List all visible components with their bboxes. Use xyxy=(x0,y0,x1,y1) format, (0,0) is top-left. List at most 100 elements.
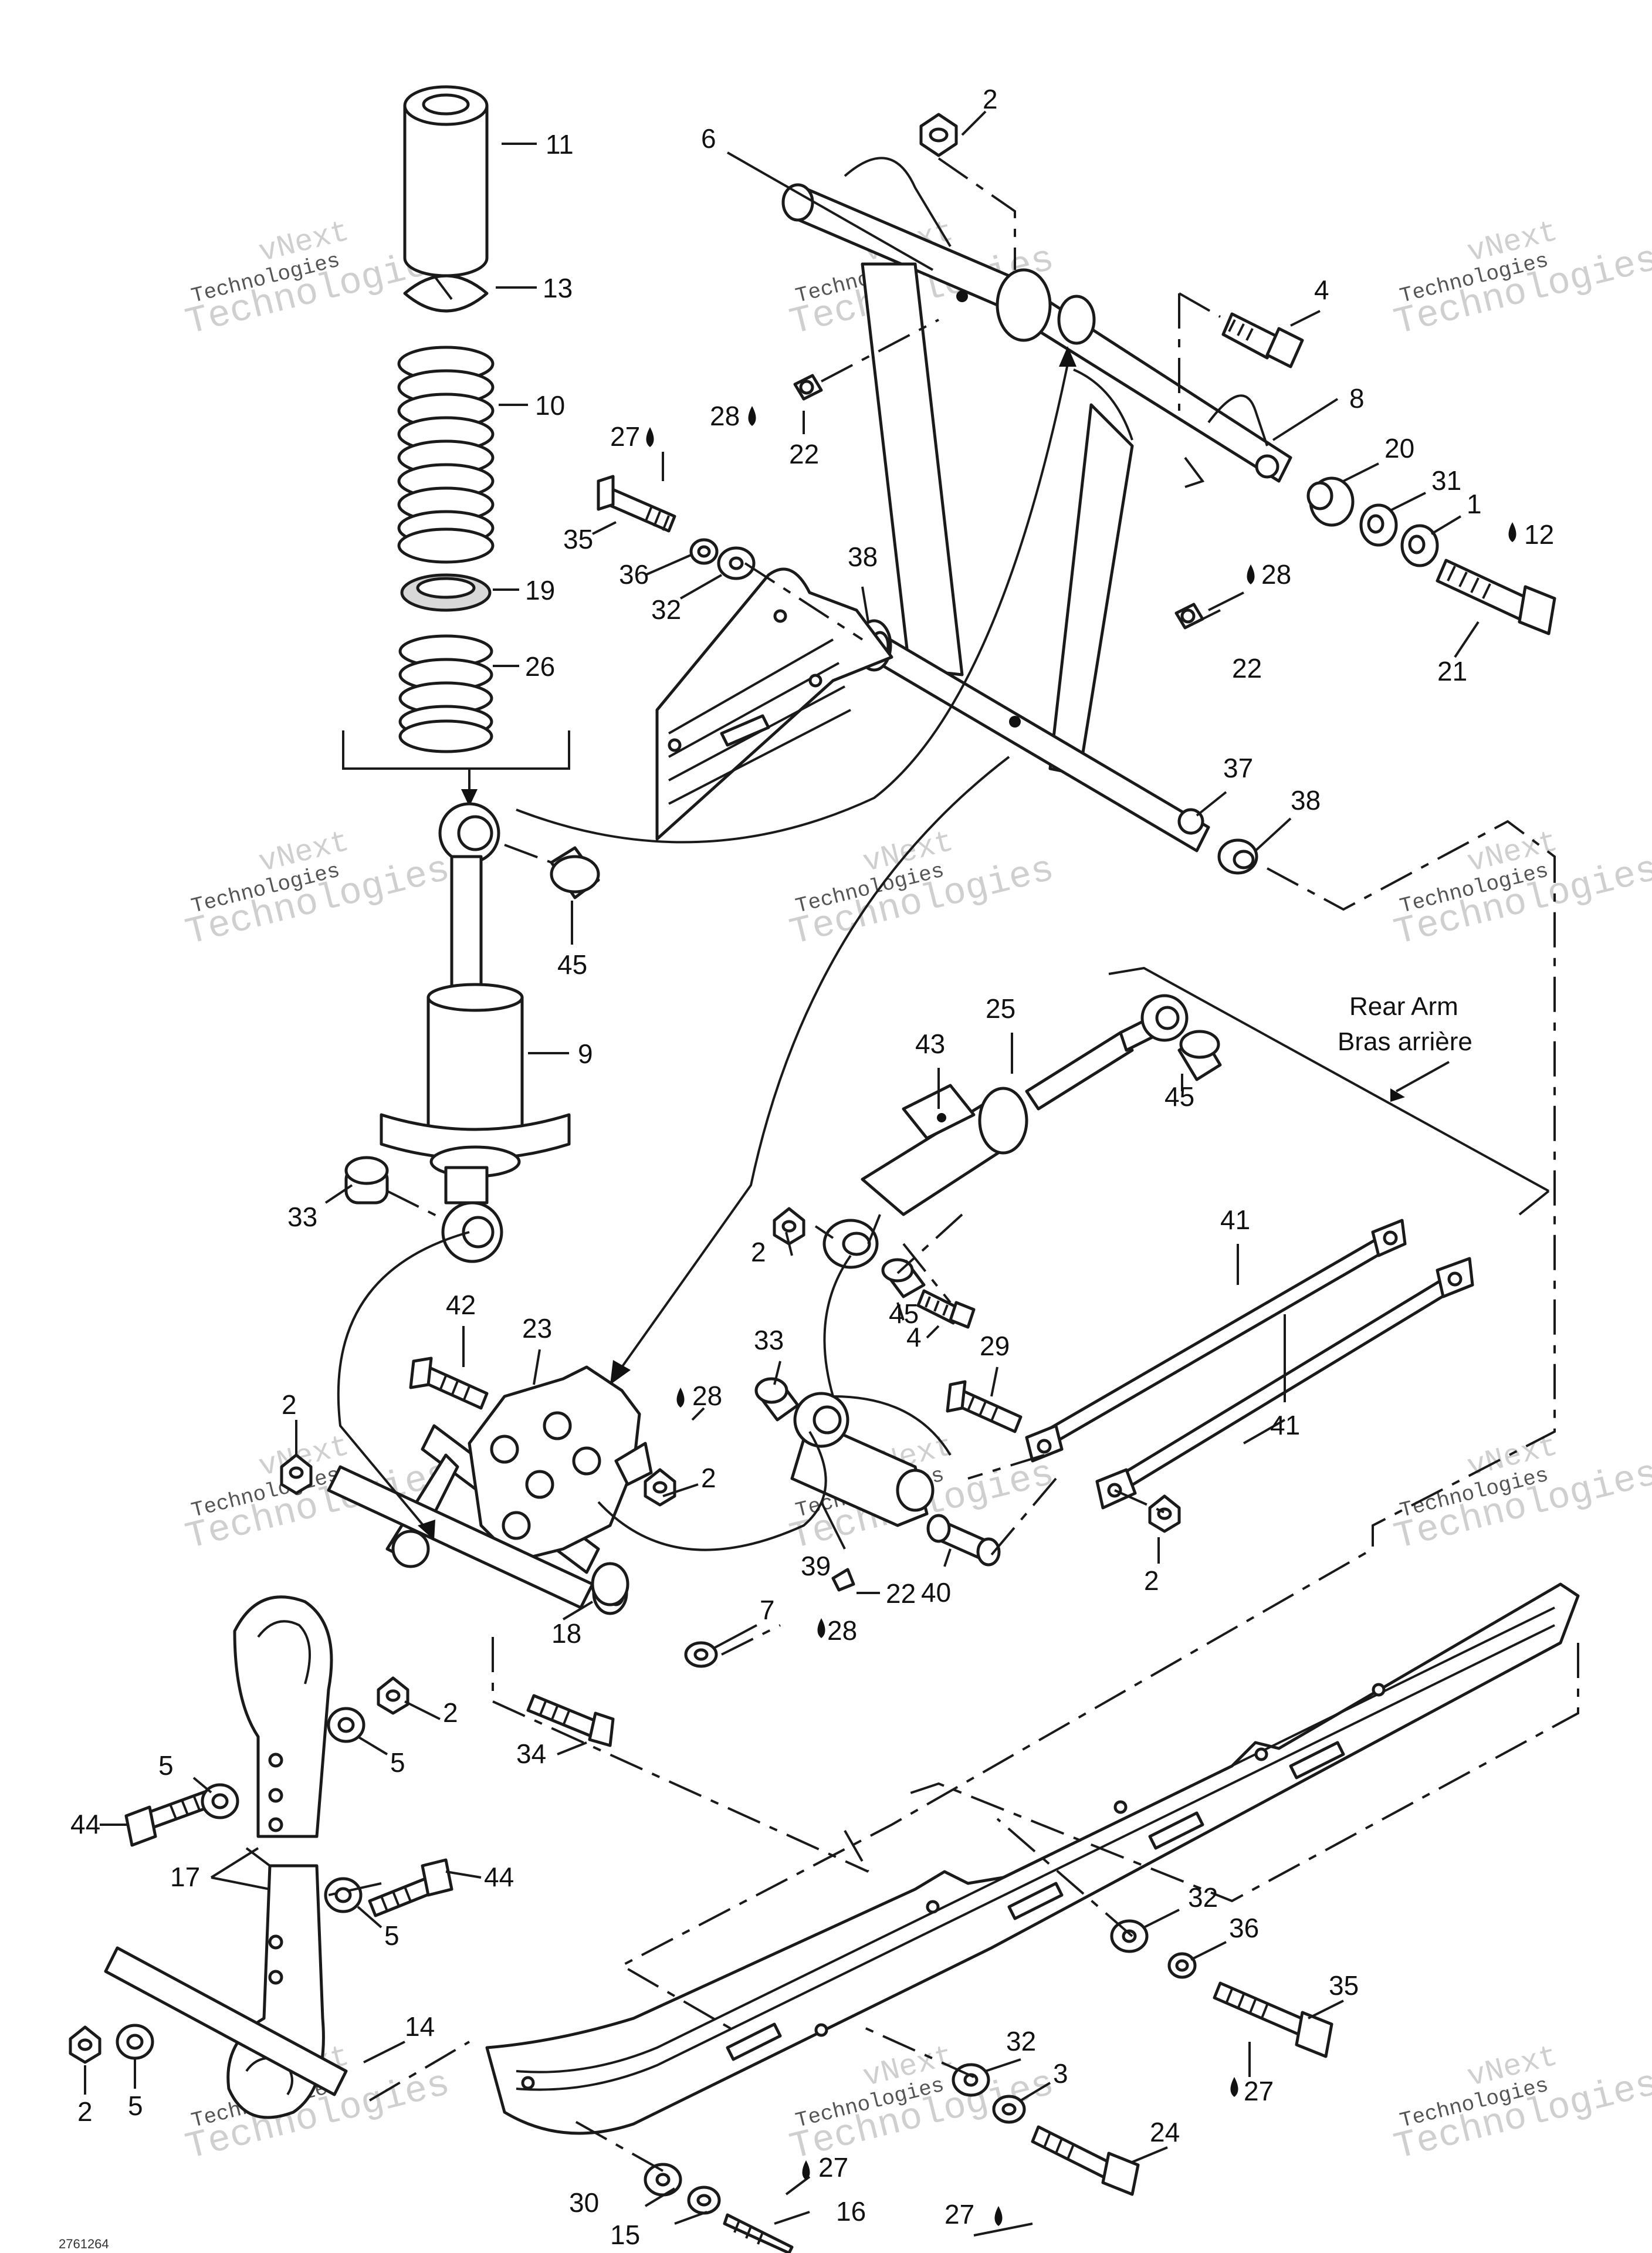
callout-3: 3 xyxy=(1053,2058,1068,2089)
drop-icon xyxy=(1230,2077,1238,2097)
rear-arm-label: Rear Arm xyxy=(1349,992,1458,1021)
footer-code: 2761264 xyxy=(59,2237,109,2251)
part-15-washer xyxy=(687,2186,721,2215)
callout-5-a: 5 xyxy=(158,1750,174,1781)
part-21-bolt xyxy=(1436,559,1556,635)
callout-45-b: 45 xyxy=(1164,1081,1194,1112)
rear-arm-label-fr: Bras arrière xyxy=(1338,1027,1472,1056)
part-19-spring-collar xyxy=(400,573,492,612)
callout-24: 24 xyxy=(1150,2117,1180,2147)
callout-29: 29 xyxy=(980,1331,1010,1361)
part-31-washer xyxy=(1359,503,1398,547)
drop-icon xyxy=(1247,564,1255,584)
part-45-bushing-top xyxy=(550,846,600,899)
callout-2-c: 2 xyxy=(282,1389,297,1420)
part-26-secondary-spring xyxy=(398,634,493,753)
callout-38-b: 38 xyxy=(1291,785,1321,816)
part-32-washer-top xyxy=(717,546,756,580)
part-30-washer xyxy=(644,2163,682,2197)
callout-27-d: 27 xyxy=(945,2199,974,2230)
part-16-bolt xyxy=(723,2213,794,2253)
part-18-shaft xyxy=(591,1562,629,1606)
part-2-nut-pivot-right xyxy=(644,1468,676,1507)
callout-13: 13 xyxy=(543,273,573,303)
part-1-washer xyxy=(1400,524,1439,567)
leader-lines xyxy=(84,110,1480,2237)
callout-39: 39 xyxy=(801,1551,831,1581)
callout-5-c: 5 xyxy=(384,1920,400,1951)
callout-16: 16 xyxy=(836,2196,866,2227)
part-44-bolt-lower xyxy=(368,1858,453,1917)
part-5-washer-a xyxy=(201,1783,239,1819)
callout-27-b: 27 xyxy=(1244,2076,1274,2106)
part-32-washer-lower xyxy=(1110,1919,1149,1953)
part-45-bushing-lower xyxy=(881,1258,926,1298)
callout-45-a: 45 xyxy=(557,949,587,980)
callout-17: 17 xyxy=(170,1862,200,1892)
part-5-washer-d xyxy=(116,2024,154,2060)
callout-9: 9 xyxy=(578,1038,593,1069)
part-44-bolt-upper xyxy=(124,1788,219,1847)
part-23-pivot-arm xyxy=(327,1365,653,1615)
callout-10: 10 xyxy=(535,390,565,421)
callout-40: 40 xyxy=(921,1577,951,1608)
callout-36-b: 36 xyxy=(1229,1913,1259,1943)
callout-33-a: 33 xyxy=(287,1202,317,1232)
part-34-bolt xyxy=(526,1694,615,1747)
callout-30: 30 xyxy=(569,2187,599,2218)
callout-28-a: 28 xyxy=(710,401,740,431)
part-36-washer-top xyxy=(689,538,719,565)
callout-35-a: 35 xyxy=(563,524,593,554)
part-33-bushing-right xyxy=(754,1377,800,1422)
part-25-rear-shock xyxy=(822,994,1189,1269)
drop-icon xyxy=(646,427,654,447)
part-9-shock-absorber xyxy=(380,802,571,1263)
part-2-nut-leg-top xyxy=(377,1676,409,1715)
callout-34: 34 xyxy=(516,1738,546,1769)
connection-lines xyxy=(245,157,1579,2172)
part-10-main-spring xyxy=(397,346,495,564)
part-2-nut-rear-shock xyxy=(773,1207,805,1246)
callout-8: 8 xyxy=(1349,383,1365,414)
part-3-washer xyxy=(992,2095,1026,2124)
callout-4-a: 4 xyxy=(1314,275,1329,305)
part-29-bolt xyxy=(946,1380,1023,1433)
part-5-washer-c xyxy=(324,1877,363,1913)
watermark-4: vNext Technologies Technologies xyxy=(182,824,455,955)
callout-5-d: 5 xyxy=(128,2090,143,2121)
callout-2-b: 2 xyxy=(751,1237,766,1267)
callout-7: 7 xyxy=(760,1595,775,1625)
part-39-rocker-arm xyxy=(790,1392,935,1527)
drop-icon xyxy=(994,2206,1003,2226)
part-38-bushing-outer xyxy=(1217,838,1258,875)
callout-37: 37 xyxy=(1223,753,1253,783)
callout-20: 20 xyxy=(1384,433,1414,464)
callout-12: 12 xyxy=(1524,519,1554,550)
callout-22-b: 22 xyxy=(1232,653,1262,684)
front-arm-assembly xyxy=(781,157,1292,875)
drop-icon xyxy=(748,406,756,426)
callout-36-a: 36 xyxy=(619,559,649,590)
callout-44-b: 44 xyxy=(484,1862,514,1892)
callouts: 11 13 10 19 26 9 45 33 2 6 4 8 20 31 1 1… xyxy=(70,84,1554,2250)
callout-2-f: 2 xyxy=(443,1697,458,1728)
assembly-bracket xyxy=(342,730,570,770)
callout-41-b: 41 xyxy=(1270,1410,1300,1440)
drop-icon xyxy=(817,1618,825,1638)
drop-icon xyxy=(802,2160,810,2180)
rear-arm-bracket xyxy=(1108,966,1550,1216)
callout-25: 25 xyxy=(986,993,1015,1024)
callout-35-b: 35 xyxy=(1329,1970,1359,2001)
callout-43: 43 xyxy=(915,1029,945,1059)
callout-22-a: 22 xyxy=(789,439,819,469)
runner-rail xyxy=(485,1582,1580,2135)
part-24-bolt xyxy=(1031,2125,1140,2196)
part-22-grease-fitting-c xyxy=(831,1568,855,1592)
callout-28-c: 28 xyxy=(692,1381,722,1411)
callout-4-b: 4 xyxy=(906,1322,922,1352)
part-13-spring-stopper xyxy=(403,274,489,313)
callout-41-a: 41 xyxy=(1220,1205,1250,1235)
part-22-grease-fitting-a xyxy=(793,374,823,401)
watermark-9: vNext Technologies Technologies xyxy=(1390,1429,1652,1559)
callout-19: 19 xyxy=(525,575,555,605)
